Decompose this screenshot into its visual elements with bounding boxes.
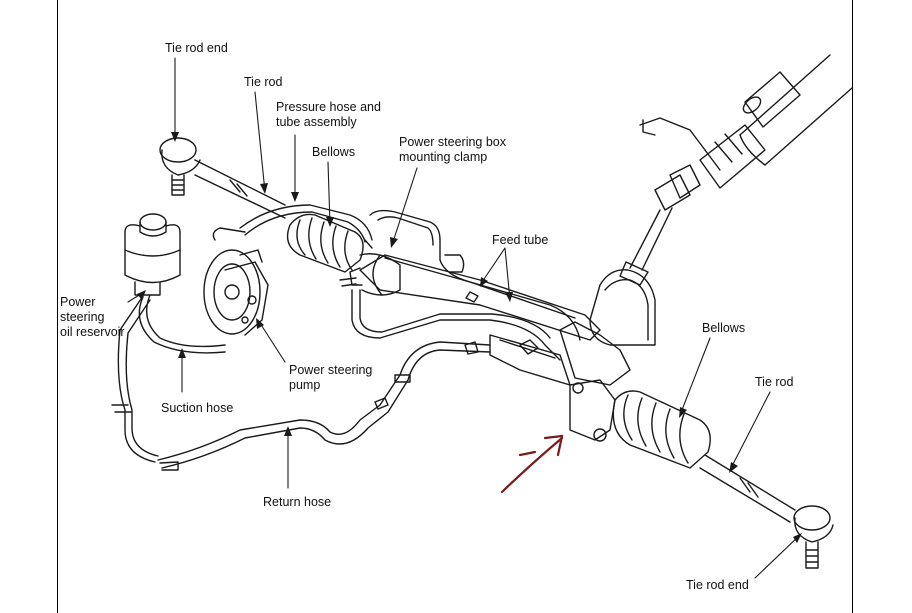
leader-arrowheads	[137, 132, 802, 543]
label-suction-hose: Suction hose	[161, 401, 234, 415]
right-border-line	[852, 0, 853, 613]
label-tie-rod-end-right: Tie rod end	[686, 578, 749, 592]
return-hose	[157, 341, 491, 471]
label-bellows-left: Bellows	[312, 145, 356, 159]
label-feed-tube: Feed tube	[492, 233, 549, 247]
suction-hose	[111, 294, 226, 463]
power-steering-pump	[203, 227, 269, 336]
label-pressure-hose: Pressure hose and tube assembly	[276, 100, 381, 129]
right-tie-rod	[699, 454, 834, 569]
pressure-hose	[239, 204, 441, 261]
steering-column	[619, 54, 853, 286]
oil-reservoir	[124, 213, 181, 296]
red-pointer-arrow	[500, 434, 564, 494]
label-pump: Power steering pump	[289, 363, 373, 392]
label-bellows-right: Bellows	[702, 321, 746, 335]
label-mounting-clamp: Power steering box mounting clamp	[399, 135, 507, 164]
leader-lines	[127, 57, 801, 579]
label-return-hose: Return hose	[263, 495, 332, 509]
label-tie-rod-left: Tie rod	[244, 75, 283, 89]
left-tie-rod	[159, 137, 286, 219]
label-tie-rod-right: Tie rod	[755, 375, 794, 389]
label-reservoir: Power steering oil reservoir	[60, 295, 125, 339]
label-tie-rod-end-left: Tie rod end	[165, 41, 228, 55]
rack-housing	[359, 254, 656, 442]
mounting-clamp	[339, 253, 401, 296]
right-bellows	[612, 390, 711, 469]
left-border-line	[57, 0, 58, 613]
left-bellows	[286, 213, 364, 273]
